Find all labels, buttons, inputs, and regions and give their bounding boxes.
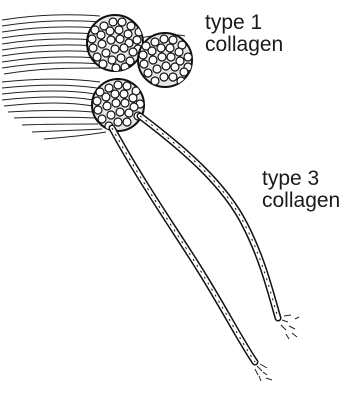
type1-cross-section-a	[87, 15, 143, 72]
type1-lower-bundle	[2, 79, 106, 139]
type1-cross-section-c	[92, 79, 144, 131]
type1-cross-section-b	[138, 33, 192, 87]
type1-collagen-label: type 1 collagen	[205, 12, 283, 56]
type3-fiber-lower	[112, 128, 272, 381]
type3-collagen-label: type 3 collagen	[262, 168, 340, 212]
